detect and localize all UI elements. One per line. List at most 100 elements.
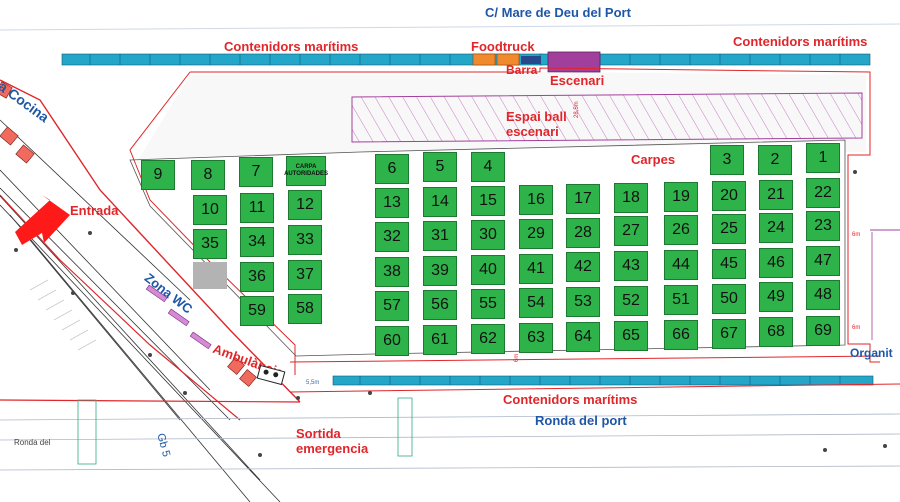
stall-37[interactable]: 37 — [288, 260, 322, 290]
stall-59[interactable]: 59 — [240, 296, 274, 326]
dim-55-label: 5,5m — [306, 380, 320, 386]
stall-32[interactable]: 32 — [375, 222, 409, 252]
espai-ball-label: Espai ball — [506, 109, 567, 124]
stall-42[interactable]: 42 — [566, 252, 600, 282]
stall-24[interactable]: 24 — [759, 213, 793, 243]
stall-36[interactable]: 36 — [240, 262, 274, 292]
stall-30[interactable]: 30 — [471, 220, 505, 250]
stall-31[interactable]: 31 — [423, 221, 457, 251]
stall-11[interactable]: 11 — [240, 193, 274, 223]
foodtruck-label: Foodtruck — [471, 39, 535, 54]
stall-61[interactable]: 61 — [423, 325, 457, 355]
stall-39[interactable]: 39 — [423, 256, 457, 286]
containers-left-label: Contenidors marítims — [224, 39, 359, 54]
stall-25[interactable]: 25 — [712, 214, 746, 244]
stall-19[interactable]: 19 — [664, 182, 698, 212]
stall-10[interactable]: 10 — [193, 195, 227, 225]
stall-2[interactable]: 2 — [758, 145, 792, 175]
stall-20[interactable]: 20 — [712, 181, 746, 211]
stall-63[interactable]: 63 — [519, 323, 553, 353]
stall-29[interactable]: 29 — [519, 219, 553, 249]
stall-60[interactable]: 60 — [375, 326, 409, 356]
stall-9[interactable]: 9 — [141, 160, 175, 190]
stall-8[interactable]: 8 — [191, 160, 225, 190]
stall-54[interactable]: 54 — [519, 288, 553, 318]
stall-65[interactable]: 65 — [614, 321, 648, 351]
top-containers — [61, 53, 871, 66]
dim-6m-b-label: 6m — [852, 325, 861, 331]
stall-67[interactable]: 67 — [712, 319, 746, 349]
stall-14[interactable]: 14 — [423, 187, 457, 217]
carpa-autoritats[interactable]: CARPA AUTORIDADES — [284, 156, 328, 186]
wc-modules — [145, 284, 212, 350]
stall-23[interactable]: 23 — [806, 211, 840, 241]
stall-26[interactable]: 26 — [664, 215, 698, 245]
stall-50[interactable]: 50 — [712, 284, 746, 314]
stall-56[interactable]: 56 — [423, 290, 457, 320]
stall-7[interactable]: 7 — [239, 157, 273, 187]
stall-47[interactable]: 47 — [806, 246, 840, 276]
stall-49[interactable]: 49 — [759, 282, 793, 312]
road-ronda-small-label: Ronda del — [14, 438, 51, 447]
entrance-arrow — [15, 195, 70, 245]
stall-3[interactable]: 3 — [710, 145, 744, 175]
stall-4[interactable]: 4 — [471, 152, 505, 182]
stall-66[interactable]: 66 — [664, 320, 698, 350]
stall-1[interactable]: 1 — [806, 143, 840, 173]
stall-38[interactable]: 38 — [375, 257, 409, 287]
dim-6m-a-label: 6m — [852, 232, 861, 238]
stall-48[interactable]: 48 — [806, 280, 840, 310]
ronda-label: Ronda del port — [535, 413, 627, 428]
carpes-label: Carpes — [631, 152, 676, 167]
barra-label: Barra — [506, 63, 538, 77]
stall-12[interactable]: 12 — [288, 190, 322, 220]
stall-16[interactable]: 16 — [519, 185, 553, 215]
stall-18[interactable]: 18 — [614, 183, 648, 213]
stall-21[interactable]: 21 — [759, 180, 793, 210]
bottom-containers — [332, 375, 874, 386]
stall-17[interactable]: 17 — [566, 184, 600, 214]
carpa-autoritats-label: CARPA AUTORIDADES — [284, 164, 328, 177]
stall-6[interactable]: 6 — [375, 154, 409, 184]
stall-62[interactable]: 62 — [471, 324, 505, 354]
sortida-label: Sortida — [296, 426, 341, 441]
espai-ball-area — [351, 92, 863, 143]
escenari-stage — [547, 51, 601, 73]
stall-45[interactable]: 45 — [712, 249, 746, 279]
entrada-label: Entrada — [70, 203, 119, 218]
stall-55[interactable]: 55 — [471, 289, 505, 319]
espai-ball-escenari-label: escenari — [506, 124, 559, 139]
stall-53[interactable]: 53 — [566, 287, 600, 317]
stall-58[interactable]: 58 — [288, 294, 322, 324]
stall-13[interactable]: 13 — [375, 188, 409, 218]
stall-15[interactable]: 15 — [471, 186, 505, 216]
stall-28[interactable]: 28 — [566, 218, 600, 248]
stall-64[interactable]: 64 — [566, 322, 600, 352]
stall-34[interactable]: 34 — [240, 227, 274, 257]
stall-40[interactable]: 40 — [471, 255, 505, 285]
stall-51[interactable]: 51 — [664, 285, 698, 315]
stall-43[interactable]: 43 — [614, 251, 648, 281]
stall-5[interactable]: 5 — [423, 152, 457, 182]
stall-57[interactable]: 57 — [375, 291, 409, 321]
containers-right-label: Contenidors marítims — [733, 34, 868, 49]
street-top-label: C/ Mare de Deu del Port — [485, 5, 631, 20]
sortida-emergencia-label: emergencia — [296, 441, 369, 456]
stall-22[interactable]: 22 — [806, 178, 840, 208]
dim-6m-c-label: 6m — [514, 353, 520, 362]
containers-bottom-label: Contenidors marítims — [503, 392, 638, 407]
stall-33[interactable]: 33 — [288, 225, 322, 255]
stall-44[interactable]: 44 — [664, 250, 698, 280]
stall-69[interactable]: 69 — [806, 316, 840, 346]
stall-27[interactable]: 27 — [614, 216, 648, 246]
organit-label: Organit — [850, 346, 893, 360]
dim-285-label: 28,5m — [574, 101, 580, 118]
stall-68[interactable]: 68 — [759, 317, 793, 347]
stall-35[interactable]: 35 — [193, 229, 227, 259]
stall-52[interactable]: 52 — [614, 286, 648, 316]
stall-41[interactable]: 41 — [519, 254, 553, 284]
stall-46[interactable]: 46 — [759, 248, 793, 278]
escenari-label: Escenari — [550, 73, 605, 88]
